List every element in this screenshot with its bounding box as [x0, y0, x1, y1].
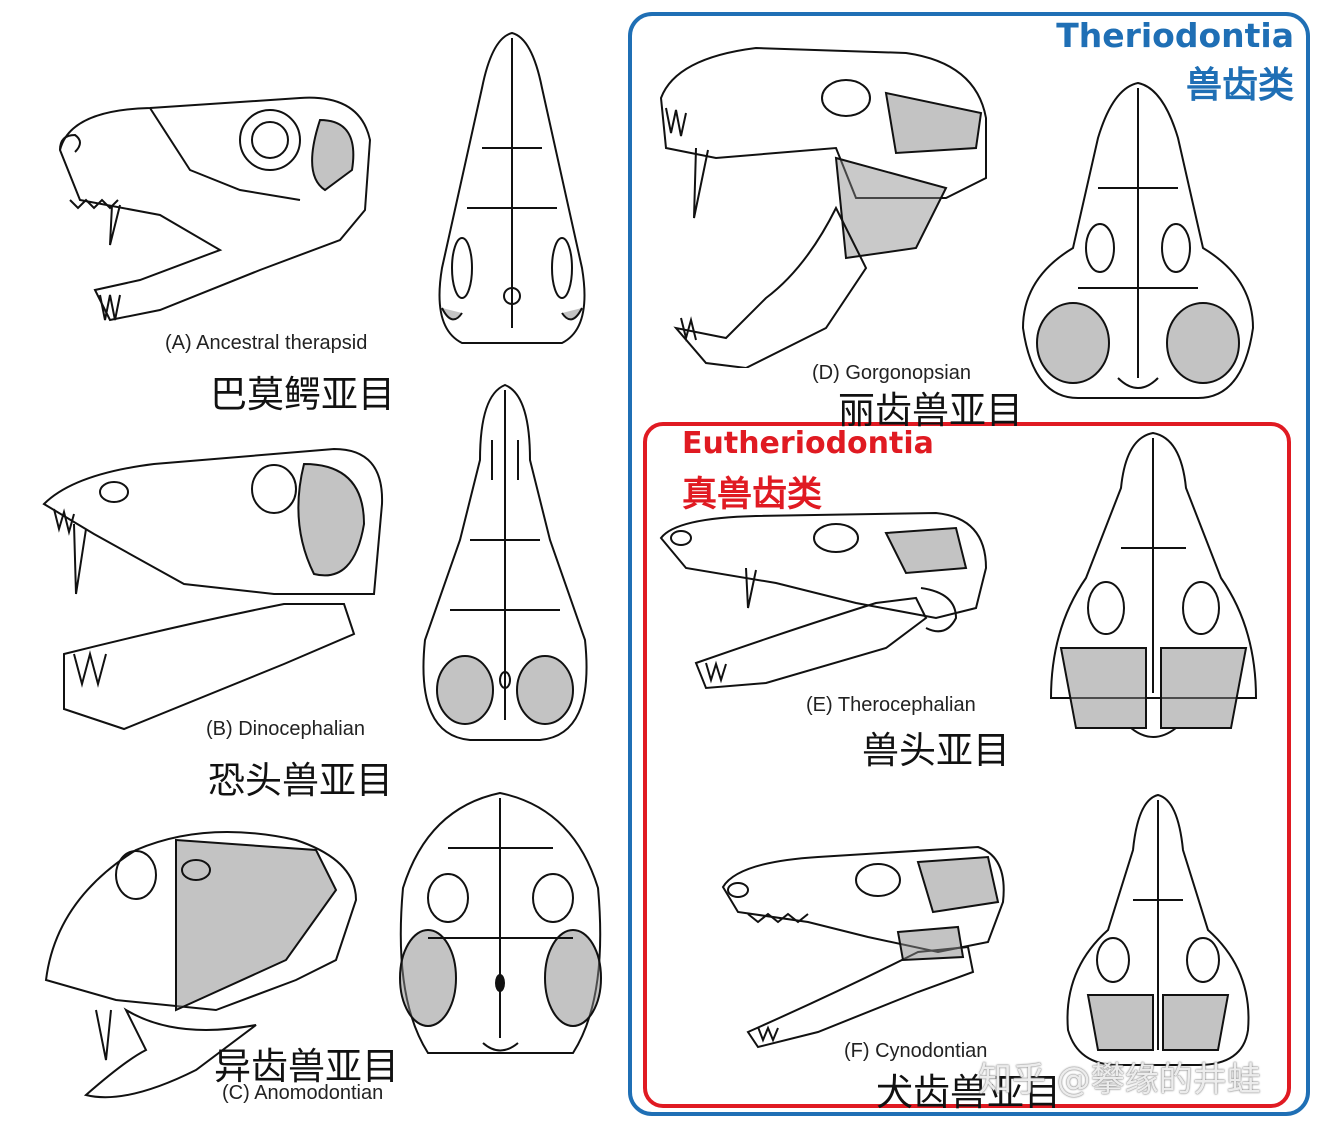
skull-dorsal-view-c	[388, 788, 613, 1068]
theriodontia-latin-title: Theriodontia	[1056, 16, 1294, 55]
chinese-label-b: 恐头兽亚目	[208, 759, 393, 802]
skull-dorsal-view-a	[422, 28, 602, 348]
caption-e: (E) Therocephalian	[806, 694, 976, 716]
caption-d: (D) Gorgonopsian	[812, 362, 971, 384]
chinese-label-c: 异齿兽亚目	[214, 1045, 399, 1088]
theriodontia-group-box	[628, 12, 1310, 1116]
skull-lateral-view-f	[718, 842, 1008, 1052]
eutheriodontia-group-box	[643, 422, 1291, 1108]
skull-lateral-view-e	[656, 508, 996, 698]
chinese-label-a: 巴莫鳄亚目	[210, 373, 395, 416]
chinese-label-d: 丽齿兽亚目	[838, 389, 1023, 432]
skull-dorsal-view-f	[1058, 790, 1258, 1070]
chinese-label-e: 兽头亚目	[862, 729, 1010, 772]
caption-b: (B) Dinocephalian	[206, 718, 365, 740]
theriodontia-chinese-title: 兽齿类	[1185, 65, 1294, 106]
skull-lateral-view-c	[36, 810, 376, 1105]
skull-dorsal-view-b	[410, 380, 600, 745]
watermark: 知乎 @攀缘的井蛙	[978, 1060, 1261, 1100]
skull-lateral-view-a	[40, 80, 410, 340]
skull-lateral-view-d	[656, 38, 996, 368]
caption-c: (C) Anomodontian	[222, 1082, 384, 1104]
caption-f: (F) Cynodontian	[844, 1040, 988, 1062]
chinese-label-f: 犬齿兽亚目	[876, 1071, 1061, 1114]
skull-lateral-view-b	[34, 444, 394, 744]
skull-dorsal-view-e	[1046, 428, 1261, 748]
eutheriodontia-latin-title: Eutheriodontia	[682, 426, 934, 461]
skull-dorsal-view-d	[1018, 78, 1258, 403]
eutheriodontia-chinese-title: 真兽齿类	[682, 475, 823, 515]
caption-a: (A) Ancestral therapsid	[165, 332, 368, 354]
